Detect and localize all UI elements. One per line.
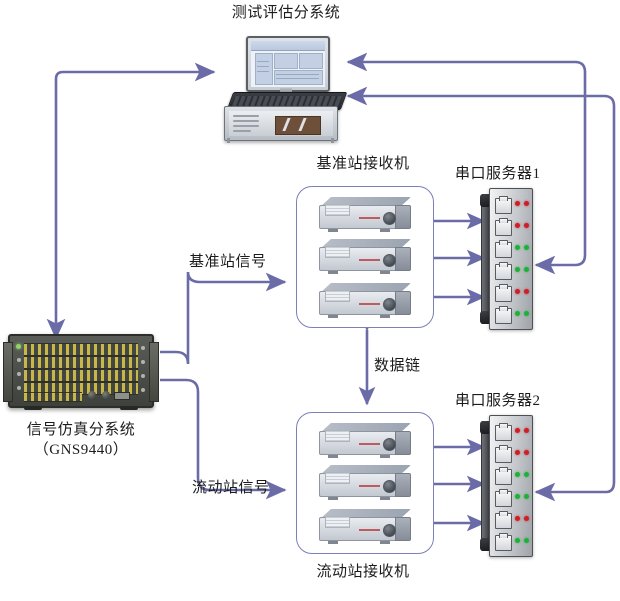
port-led (515, 245, 520, 250)
port-led (524, 494, 529, 499)
rover-receiver-group[interactable] (296, 412, 434, 554)
port-led (524, 450, 529, 455)
port-led (524, 201, 529, 206)
port-led (524, 472, 529, 477)
serial-server-2[interactable] (480, 415, 533, 557)
srv1-cap-top (480, 194, 491, 207)
port-led (524, 223, 529, 228)
rj45-port[interactable] (495, 262, 512, 280)
monitor-neck (280, 88, 292, 93)
rj45-port[interactable] (495, 306, 512, 324)
receiver-unit[interactable] (319, 197, 411, 232)
rj45-port[interactable] (495, 489, 512, 507)
serial-server-2-label: 串口服务器2 (455, 393, 541, 409)
port-led (524, 538, 529, 543)
port-led (515, 450, 520, 455)
rj45-port[interactable] (495, 240, 512, 258)
port-led (524, 311, 529, 316)
srv2-body (489, 415, 533, 557)
serial-server-1-label: 串口服务器1 (455, 166, 541, 182)
port-led (515, 428, 520, 433)
page-title: 测试评估分系统 (231, 5, 341, 21)
port-led (515, 223, 520, 228)
monitor (246, 36, 330, 92)
simulator-rack (3, 334, 159, 410)
rj45-port[interactable] (495, 218, 512, 236)
serial-server-1[interactable] (480, 188, 533, 330)
wire-eval-to-sim-down (46, 70, 66, 340)
receiver-unit[interactable] (319, 465, 411, 500)
rj45-port[interactable] (495, 467, 512, 485)
port-led (524, 428, 529, 433)
wire-sim-to-rover (160, 378, 287, 500)
rj45-port[interactable] (495, 423, 512, 441)
sim-subsystem-label-line1: 信号仿真分系统 (26, 422, 136, 438)
port-led (515, 516, 520, 521)
receiver-unit[interactable] (319, 509, 411, 544)
port-led (515, 472, 520, 477)
test-evaluation-workstation[interactable] (218, 36, 348, 143)
rj45-port[interactable] (495, 284, 512, 302)
srv1-body (489, 188, 533, 330)
data-link-label: 数据链 (374, 358, 421, 374)
receiver-unit[interactable] (319, 283, 411, 318)
port-led (515, 494, 520, 499)
wire-sim-to-base (160, 271, 287, 365)
sim-subsystem-label-line2: （GNS9440） (33, 442, 129, 458)
port-led (515, 267, 520, 272)
port-led (515, 311, 520, 316)
rover-signal-label: 流动站信号 (192, 480, 270, 496)
receiver-unit[interactable] (319, 239, 411, 274)
port-led (515, 201, 520, 206)
signal-simulation-subsystem[interactable] (2, 334, 160, 410)
srv2-cap-bottom (480, 538, 491, 551)
port-led (515, 289, 520, 294)
port-led (515, 538, 520, 543)
workstation-chassis (224, 106, 338, 143)
port-led (524, 516, 529, 521)
port-led (524, 289, 529, 294)
rj45-port[interactable] (495, 511, 512, 529)
receiver-unit[interactable] (319, 423, 411, 458)
port-led (524, 245, 529, 250)
base-station-receiver-label: 基准站接收机 (316, 156, 410, 172)
port-led (524, 267, 529, 272)
monitor-screen (251, 41, 325, 87)
rover-receiver-label: 流动站接收机 (316, 564, 410, 580)
base-station-receiver-group[interactable] (296, 186, 434, 328)
rj45-port[interactable] (495, 196, 512, 214)
srv2-cap-top (480, 421, 491, 434)
rj45-port[interactable] (495, 533, 512, 551)
rj45-port[interactable] (495, 445, 512, 463)
base-station-signal-label: 基准站信号 (189, 254, 267, 270)
srv1-cap-bottom (480, 311, 491, 324)
